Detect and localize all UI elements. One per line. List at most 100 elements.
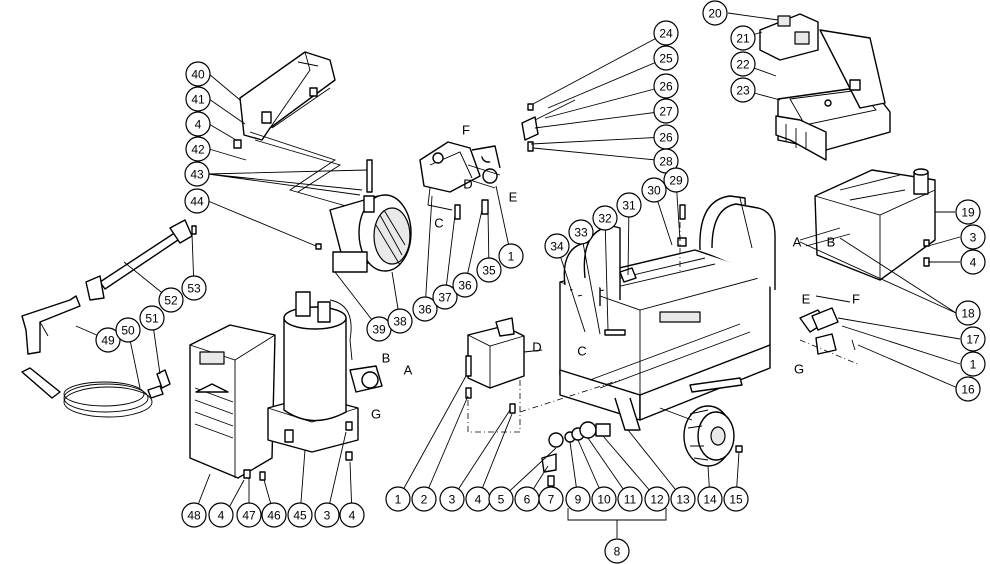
connection-letter-A: A — [793, 235, 802, 250]
hose — [21, 367, 171, 418]
callout-28: 28 — [653, 148, 679, 174]
callout-3: 3 — [960, 224, 986, 250]
callout-34: 34 — [544, 233, 570, 259]
boiler — [267, 291, 383, 453]
callout-label: 26 — [659, 131, 673, 145]
callout-37: 37 — [432, 284, 458, 310]
callout-52: 52 — [158, 287, 184, 313]
callout-label: 36 — [458, 279, 472, 293]
connection-letter-A: A — [404, 363, 413, 378]
callout-8: 8 — [604, 538, 630, 564]
leader-lines — [75, 12, 961, 538]
callout-label: 5 — [498, 493, 505, 507]
callout-42: 42 — [185, 136, 211, 162]
callout-53: 53 — [181, 275, 207, 301]
callout-label: 49 — [101, 334, 115, 348]
callout-label: 4 — [970, 256, 977, 270]
connection-letter-F: F — [852, 292, 860, 307]
callout-30: 30 — [641, 177, 667, 203]
callout-17: 17 — [960, 326, 986, 352]
callout-label: 17 — [966, 333, 980, 347]
connection-letter-E: E — [509, 190, 518, 205]
right-fittings — [799, 295, 856, 355]
callout-47: 47 — [236, 502, 262, 528]
callout-7: 7 — [538, 486, 564, 512]
callout-label: 15 — [729, 493, 743, 507]
callout-label: 29 — [669, 174, 683, 188]
callout-49: 49 — [95, 327, 121, 353]
callout-label: 16 — [961, 383, 975, 397]
callout-46: 46 — [261, 502, 287, 528]
float-tank — [465, 317, 543, 389]
control-box — [759, 13, 891, 161]
callout-label: 6 — [524, 493, 531, 507]
callout-26: 26 — [653, 124, 679, 150]
connection-letter-B: B — [382, 351, 391, 366]
callout-label: 13 — [676, 493, 690, 507]
callout-label: 11 — [624, 493, 637, 507]
callout-label: 35 — [482, 264, 496, 278]
callout-label: 40 — [191, 68, 205, 82]
belt-lines — [249, 131, 361, 211]
callout-29: 29 — [663, 167, 689, 193]
callout-label: 8 — [614, 545, 621, 559]
assembly-dashes — [467, 222, 861, 433]
callout-20: 20 — [702, 0, 728, 26]
callout-label: 20 — [708, 7, 722, 21]
callout-21: 21 — [730, 25, 756, 51]
callout-label: 44 — [190, 195, 204, 209]
callout-label: 30 — [647, 184, 661, 198]
callout-19: 19 — [955, 199, 981, 225]
unloader-valve — [521, 99, 576, 152]
callout-3: 3 — [439, 486, 465, 512]
trigger-gun — [21, 295, 81, 355]
callout-label: 21 — [736, 32, 750, 46]
callout-label: 19 — [961, 206, 975, 220]
connection-letter-E: E — [802, 292, 811, 307]
callout-label: 26 — [659, 80, 673, 94]
callout-4: 4 — [339, 502, 365, 528]
callout-label: 33 — [574, 226, 588, 240]
callout-label: 4 — [475, 493, 482, 507]
callout-label: 38 — [393, 315, 407, 329]
callout-15: 15 — [723, 486, 749, 512]
wheel — [659, 405, 743, 467]
callout-50: 50 — [115, 317, 141, 343]
callout-3: 3 — [314, 502, 340, 528]
callout-label: 10 — [597, 493, 611, 507]
callout-27: 27 — [653, 98, 679, 124]
callout-2: 2 — [411, 486, 437, 512]
callout-label: 14 — [703, 493, 717, 507]
callout-36: 36 — [412, 296, 438, 322]
callout-label: 45 — [293, 509, 307, 523]
callout-35: 35 — [476, 257, 502, 283]
connection-letter-B: B — [827, 235, 836, 250]
callout-label: 18 — [961, 307, 975, 321]
callout-22: 22 — [730, 51, 756, 77]
callout-31: 31 — [616, 192, 642, 218]
connection-letter-D: D — [532, 340, 541, 355]
callout-label: 3 — [970, 231, 977, 245]
callout-label: 53 — [187, 282, 201, 296]
callout-39: 39 — [366, 316, 392, 342]
callout-label: 34 — [550, 240, 564, 254]
callout-51: 51 — [139, 305, 165, 331]
frame — [559, 195, 776, 431]
callout-11: 11 — [617, 486, 643, 512]
callout-4: 4 — [185, 111, 211, 137]
callout-label: 1 — [970, 358, 977, 372]
callout-44: 44 — [184, 188, 210, 214]
callout-26: 26 — [653, 73, 679, 99]
callout-6: 6 — [514, 486, 540, 512]
callout-41: 41 — [185, 86, 211, 112]
callout-label: 41 — [191, 93, 205, 107]
callout-label: 47 — [242, 509, 256, 523]
connection-letter-C: C — [577, 344, 586, 359]
callout-1: 1 — [385, 486, 411, 512]
callout-label: 48 — [187, 509, 201, 523]
hardware — [191, 139, 930, 461]
callout-label: 31 — [622, 199, 636, 213]
callout-1: 1 — [960, 351, 986, 377]
connection-letter-F: F — [462, 123, 470, 138]
